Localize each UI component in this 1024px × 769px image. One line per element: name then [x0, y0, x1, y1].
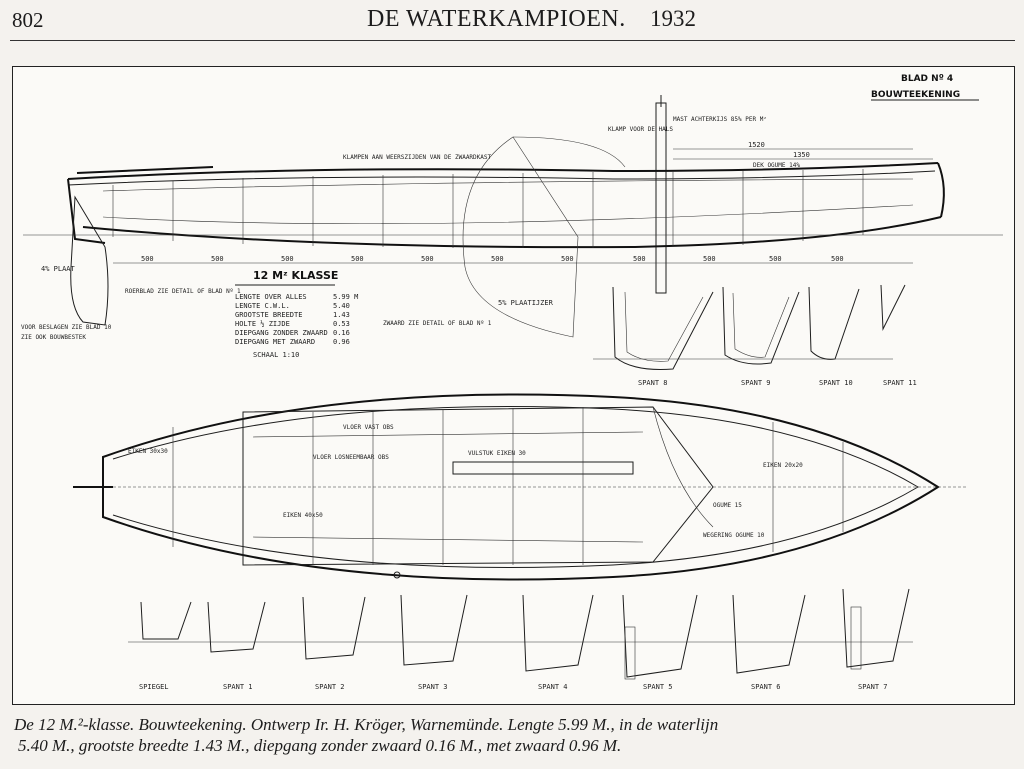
dim-1520: 1520 [748, 141, 765, 149]
hull-plan-outline [102, 393, 940, 581]
class-title: 12 Mᶻ KLASSE [253, 269, 338, 282]
station-dimensions: 500 500 500 500 500 500 500 500 500 500 … [113, 255, 913, 264]
klampen-note: KLAMPEN AAN WEERSZIJDEN VAN DE ZWAARDKAS… [343, 154, 491, 161]
caption-line-1: De 12 M.²-klasse. Bouwteekening. Ontwerp… [14, 715, 719, 734]
cockpit-outline [242, 406, 714, 566]
frame-sections-bottom: SPIEGEL SPANT 1 SPANT 2 SPANT 3 SPANT 4 … [128, 588, 913, 691]
drawing-label: EIKEN 20x20 [763, 462, 803, 469]
drawing-label: 500 [141, 255, 154, 263]
drawing-svg: BLAD Nº 4 BOUWTEEKENING [21, 74, 1003, 691]
journal-year: 1932 [650, 6, 696, 31]
beslag-note-1: VOOR BESLAGEN ZIE BLAD 10 [21, 324, 112, 331]
beslag-note-2: ZIE OOK BOUWBESTEK [21, 334, 86, 341]
section-label: SPANT 10 [819, 379, 853, 387]
drawing-label: VULSTUK EIKEN 30 [468, 450, 526, 457]
spec-value: 0.96 [333, 338, 350, 346]
deck-plan: EIKEN 30x30 VLOER VAST OBS VLOER LOSNEEM… [73, 393, 968, 581]
drawing-label: 500 [491, 255, 504, 263]
spec-label: DIEPGANG MET ZWAARD [235, 338, 315, 346]
page-number: 802 [12, 8, 44, 32]
section-label: SPANT 7 [858, 683, 888, 691]
sheer-line [67, 162, 939, 180]
caption-line-2: 5.40 M., grootste breedte 1.43 M., diepg… [18, 736, 622, 755]
section-label: SPANT 4 [538, 683, 568, 691]
roerblad-note: ROERBLAD ZIE DETAIL OF BLAD Nº 1 [125, 288, 241, 295]
hull-bottom [82, 216, 942, 249]
plaat-note-2: 5% PLAATIJZER [498, 299, 554, 307]
spec-label: GROOTSTE BREEDTE [235, 311, 302, 319]
construction-drawing: BLAD Nº 4 BOUWTEEKENING [12, 66, 1015, 705]
journal-title: DE WATERKAMPIOEN. [367, 6, 626, 32]
spec-value: 0.16 [333, 329, 350, 337]
drawing-label: EIKEN 40x50 [283, 512, 323, 519]
side-elevation: 500 500 500 500 500 500 500 500 500 500 … [21, 95, 1003, 341]
blad-label: BLAD Nº 4 [901, 74, 953, 84]
drawing-label: 500 [281, 255, 294, 263]
section-label: SPANT 11 [883, 379, 917, 387]
page-header: 802 DE WATERKAMPIOEN. 1932 [0, 0, 1024, 42]
drawing-label: 500 [351, 255, 364, 263]
section-label: SPANT 8 [638, 379, 668, 387]
centreboard-arc [462, 136, 579, 338]
drawing-label: 500 [703, 255, 716, 263]
title-block: BLAD Nº 4 BOUWTEEKENING [871, 74, 979, 101]
schaal-label: SCHAAL 1:10 [253, 351, 299, 359]
centreboard-case [452, 461, 634, 475]
drawing-label: 500 [561, 255, 574, 263]
spec-label: LENGTE OVER ALLES [235, 293, 307, 301]
drawing-label: 500 [211, 255, 224, 263]
deck-note: DEK OGUME 14% [753, 162, 800, 169]
section-label: SPANT 9 [741, 379, 771, 387]
header-rule [10, 40, 1015, 41]
specs-block: 12 Mᶻ KLASSE LENGTE OVER ALLES 5.99 M LE… [235, 269, 358, 359]
sheet-title: BOUWTEEKENING [871, 90, 960, 100]
mast-note: MAST ACHTERKIJS 85% PER Mᶻ [673, 116, 767, 123]
section-label: SPIEGEL [139, 683, 169, 691]
zwaard-note: ZWAARD ZIE DETAIL OF BLAD Nº 1 [383, 320, 492, 327]
spec-value: 5.40 [333, 302, 350, 310]
spec-label: HOLTE ½ ZIJDE [235, 320, 290, 328]
figure-caption: De 12 M.²-klasse. Bouwteekening. Ontwerp… [14, 714, 1014, 756]
klamp-note: KLAMP VOOR DE HALS [608, 126, 673, 133]
tiller [76, 166, 214, 174]
spec-value: 0.53 [333, 320, 350, 328]
drawing-label: 500 [831, 255, 844, 263]
frame-sections-top: SPANT 8 SPANT 9 SPANT 10 SPANT 11 [593, 284, 917, 387]
dim-1350: 1350 [793, 151, 810, 159]
drawing-label: 500 [769, 255, 782, 263]
specs-table: LENGTE OVER ALLES 5.99 M LENGTE C.W.L. 5… [235, 293, 358, 346]
section-label: SPANT 1 [223, 683, 253, 691]
drawing-label: EIKEN 30x30 [128, 448, 168, 455]
section-label: SPANT 3 [418, 683, 448, 691]
drawing-label: VLOER VAST OBS [343, 424, 394, 431]
drawing-label: WEGERING OGUME 10 [703, 532, 765, 539]
spec-value: 5.99 M [333, 293, 358, 301]
drawing-label: 500 [421, 255, 434, 263]
spec-label: DIEPGANG ZONDER ZWAARD [235, 329, 328, 337]
spec-value: 1.43 [333, 311, 350, 319]
section-label: SPANT 6 [751, 683, 781, 691]
section-label: SPANT 2 [315, 683, 345, 691]
plaat-note: 4% PLAAT [41, 265, 76, 273]
drawing-label: 500 [633, 255, 646, 263]
rudder [70, 195, 109, 326]
transom [67, 178, 106, 244]
section-label: SPANT 5 [643, 683, 673, 691]
drawing-label: OGUME 15 [713, 502, 742, 509]
spec-label: LENGTE C.W.L. [235, 302, 290, 310]
drawing-label: VLOER LOSNEEMBAAR OBS [313, 454, 389, 461]
